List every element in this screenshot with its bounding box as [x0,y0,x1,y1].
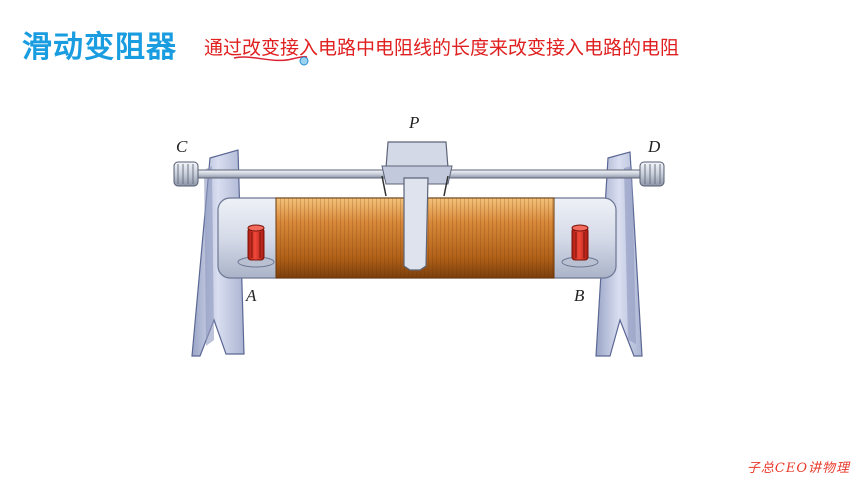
knob-d [639,161,665,187]
terminal-b [561,224,599,268]
slider-p [381,141,453,271]
label-p: P [408,113,419,132]
underline-annotation [233,55,309,66]
label-d: D [647,137,661,156]
knob-c [173,161,199,187]
page-subtitle: 通过改变接入电路中电阻线的长度来改变接入电路的电阻 [204,37,680,59]
label-b: B [574,286,585,305]
terminal-a [237,224,275,268]
label-c: C [176,137,188,156]
watermark: 子总CEO讲物理 [746,461,850,476]
label-a: A [245,286,257,305]
page-title: 滑动变阻器 [22,30,177,65]
